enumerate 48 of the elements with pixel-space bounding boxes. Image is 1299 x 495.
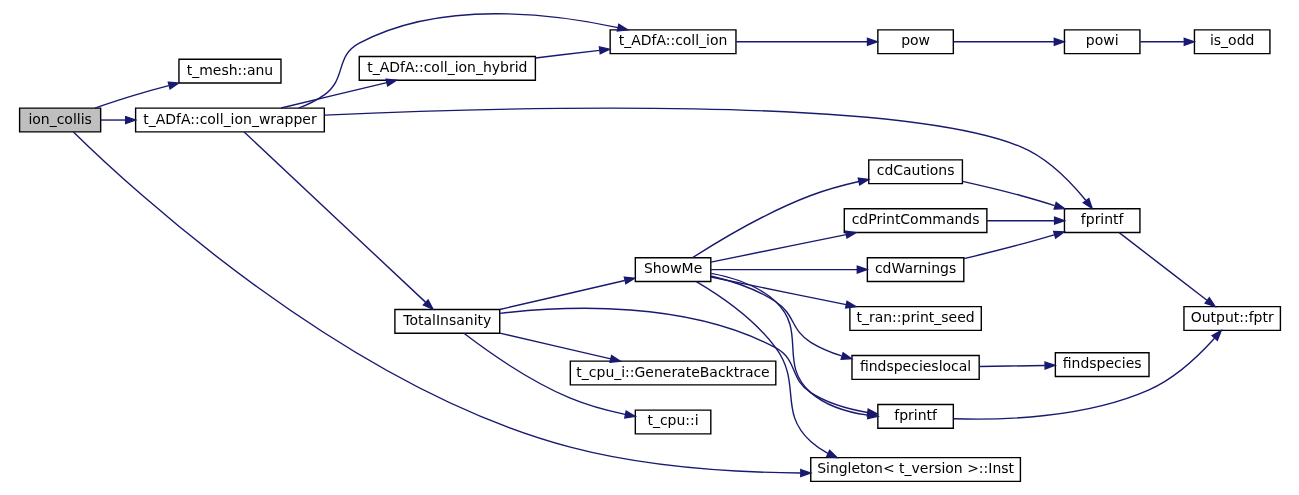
arrow — [462, 332, 637, 419]
node-box: pow — [876, 29, 954, 55]
arrow — [709, 276, 858, 309]
arrow — [1118, 232, 1217, 308]
node-box: fprintf — [876, 403, 954, 429]
node-box: ion_collis — [18, 107, 101, 133]
arrow — [1139, 37, 1196, 47]
node-box: t_ADfA::coll_ion — [608, 29, 737, 55]
node-box: Output::fptr — [1182, 305, 1281, 332]
node-box: fprintf — [1063, 208, 1141, 234]
arrow — [952, 329, 1223, 420]
node-box: Singleton< t_version >::Inst — [809, 456, 1021, 483]
arrow — [695, 280, 839, 459]
node-box: cdPrintCommands — [843, 208, 988, 234]
arrow — [952, 37, 1066, 47]
arrow — [498, 332, 622, 364]
node-box: t_cpu::i — [634, 409, 711, 435]
arrow — [709, 275, 854, 361]
node-box: t_ran::print_seed — [848, 305, 982, 332]
node-box: t_mesh::anu — [177, 58, 282, 84]
node-box: cdCautions — [867, 159, 963, 185]
node-box: t_ADfA::coll_ion_wrapper — [134, 107, 325, 133]
arrow — [962, 230, 1066, 260]
arrow — [961, 180, 1067, 210]
arrow — [735, 37, 879, 47]
node-box: t_ADfA::coll_ion_hybrid — [358, 55, 536, 81]
arrow — [985, 216, 1066, 226]
node-box: TotalInsanity — [393, 308, 500, 334]
node-box: ShowMe — [634, 257, 711, 283]
arrow — [323, 107, 1093, 211]
arrow — [72, 131, 813, 478]
arrow — [978, 361, 1057, 370]
node-box: findspecies — [1054, 352, 1150, 378]
node-box: cdWarnings — [866, 257, 964, 283]
node-box: is_odd — [1193, 29, 1271, 55]
node-box: findspecieslocal — [850, 354, 980, 381]
arrow — [297, 13, 630, 109]
node-box: powi — [1063, 29, 1141, 55]
arrow — [279, 78, 398, 109]
arrow — [93, 81, 181, 109]
arrow — [498, 276, 637, 311]
arrow — [534, 46, 612, 59]
arrow — [691, 177, 871, 259]
node-box: t_cpu_i::GenerateBacktrace — [569, 360, 776, 386]
arrow — [99, 115, 138, 125]
arrow — [242, 131, 434, 311]
arrow — [709, 265, 869, 274]
arrow — [709, 230, 858, 263]
